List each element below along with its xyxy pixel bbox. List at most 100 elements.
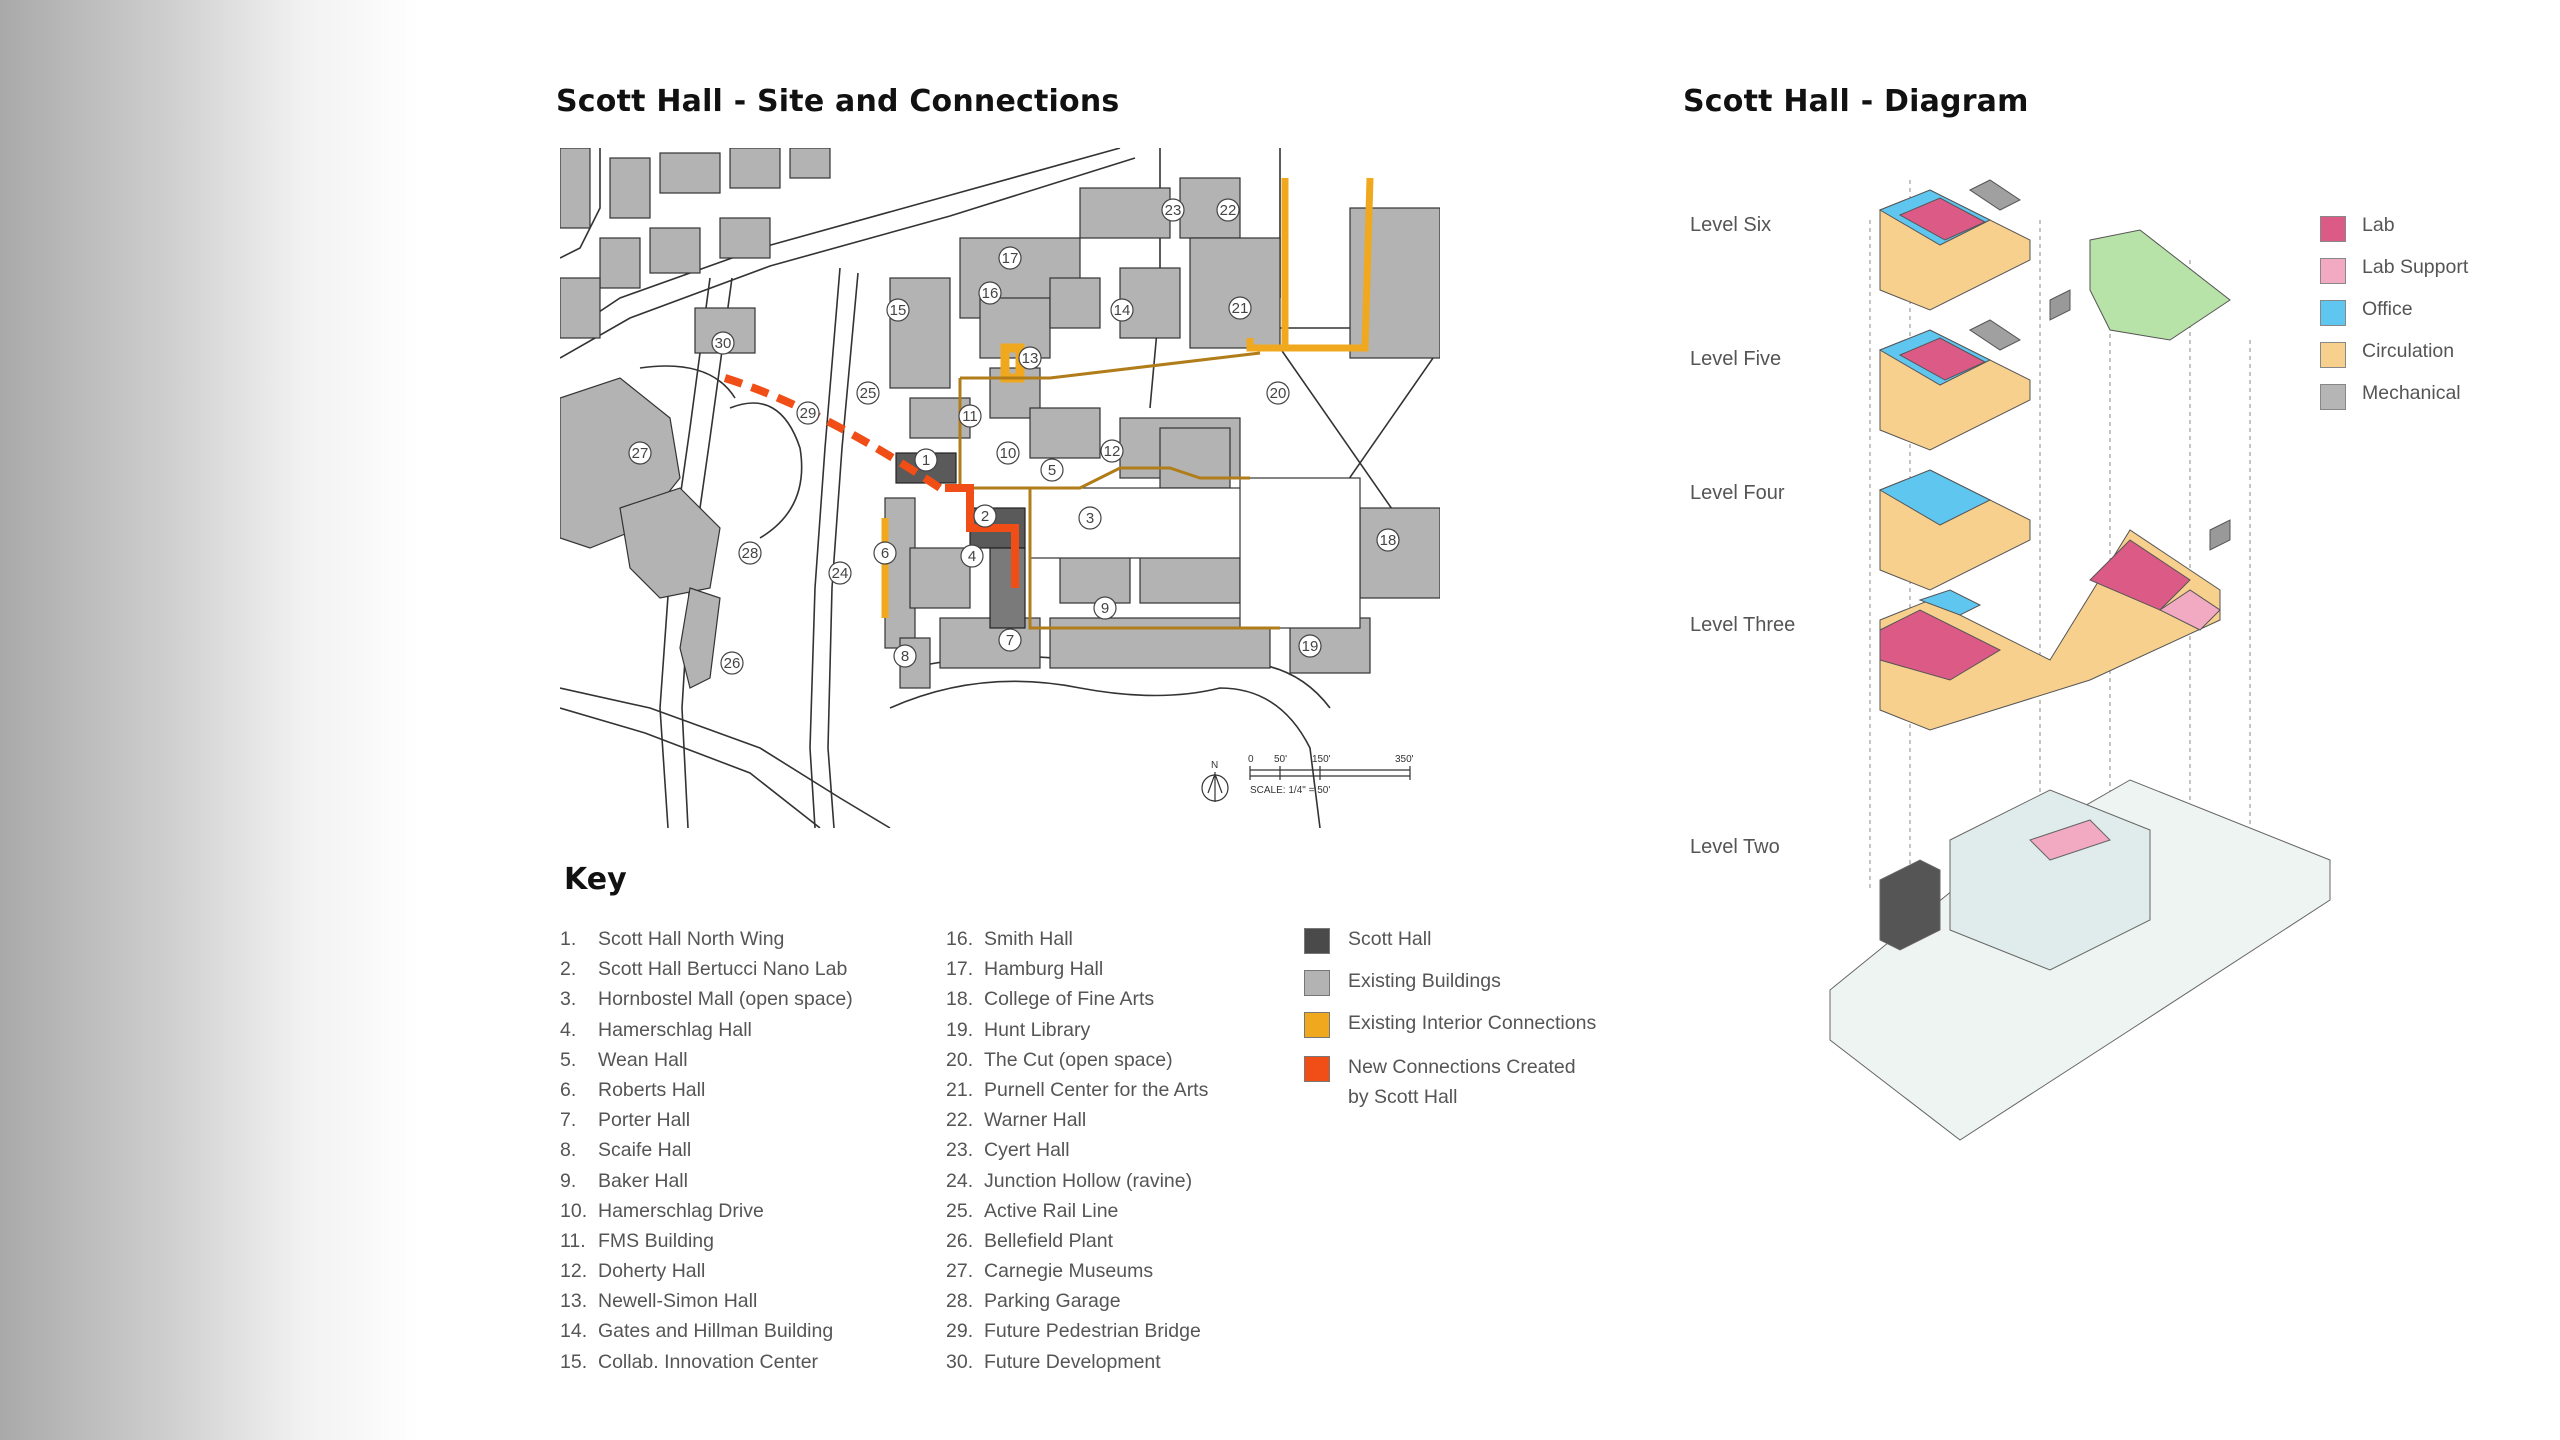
key-item-number: 9. xyxy=(560,1169,577,1192)
building-number-circle xyxy=(1228,296,1252,320)
key-item: 22. Warner Hall xyxy=(946,1105,1208,1135)
building-number-circle xyxy=(1161,198,1185,222)
key-item-label: Warner Hall xyxy=(984,1109,1087,1132)
use-legend: Lab Lab Support Office Circulation Mecha… xyxy=(2320,212,2468,422)
building-number: 30 xyxy=(715,335,732,352)
key-item: 25.Active Rail Line xyxy=(946,1196,1208,1226)
level-six-label: Level Six xyxy=(1690,214,1772,236)
key-item-number: 27. xyxy=(946,1260,974,1283)
key-item: 12.Doherty Hall xyxy=(560,1256,853,1286)
key-item: 5.Wean Hall xyxy=(560,1045,853,1075)
building-number-circle xyxy=(1216,198,1240,222)
level-three-plate xyxy=(1879,519,2231,731)
key-item: 30. Future Development xyxy=(946,1347,1208,1377)
key-item-number: 1. xyxy=(560,928,577,950)
use-legend-circulation: Circulation xyxy=(2320,338,2468,380)
level-six-plate xyxy=(1878,179,2231,341)
use-label-circulation: Circulation xyxy=(2362,340,2455,362)
key-item-label: Newell-Simon Hall xyxy=(598,1290,758,1313)
building-number-circle xyxy=(1100,439,1124,463)
key-item-label: College of Fine Arts xyxy=(984,988,1155,1011)
building-number-circle xyxy=(711,331,735,355)
legend-swatch-existing-buildings xyxy=(1304,970,1330,996)
legend-label-existing-buildings: Existing Buildings xyxy=(1348,970,1501,992)
key-item-label: Future Development xyxy=(984,1350,1161,1373)
map-open-spaces xyxy=(1029,477,1361,629)
legend-swatch-new-connections xyxy=(1304,1056,1330,1082)
building-number-circle xyxy=(1266,381,1290,405)
key-item: 2.Scott Hall Bertucci Nano Lab xyxy=(560,954,853,984)
key-item-label: Hamerschlag Drive xyxy=(598,1199,764,1222)
building-number: 4 xyxy=(968,548,976,565)
key-item-number: 30. xyxy=(946,1350,974,1373)
building-number: 14 xyxy=(1114,302,1131,319)
building-number: 11 xyxy=(962,408,978,425)
building-number-circle xyxy=(1298,634,1322,658)
building-number-circle xyxy=(996,441,1020,465)
site-title: Scott Hall - Site and Connections xyxy=(556,84,1120,119)
key-item: 28.Parking Garage xyxy=(946,1286,1208,1316)
existing-buildings xyxy=(560,148,1440,689)
key-item-label: Bellefield Plant xyxy=(984,1229,1113,1252)
use-label-office: Office xyxy=(2362,298,2413,320)
key-item-label: Purnell Center for the Arts xyxy=(984,1078,1209,1101)
use-swatch-circulation xyxy=(2320,342,2346,368)
building-number: 17 xyxy=(1002,250,1019,267)
use-label-lab: Lab xyxy=(2362,214,2395,236)
key-item-label: FMS Building xyxy=(598,1229,714,1252)
key-item-number: 7. xyxy=(560,1109,577,1132)
building-number-circle xyxy=(720,651,744,675)
building-number-circle xyxy=(856,381,880,405)
use-swatch-office xyxy=(2320,300,2346,326)
key-item: 14.Gates and Hillman Building xyxy=(560,1316,853,1346)
key-item: 16.Smith Hall xyxy=(946,924,1208,954)
legend-label-new-connections-2: by Scott Hall xyxy=(1348,1086,1458,1108)
scale-bar xyxy=(1249,766,1411,780)
key-item-label: Wean Hall xyxy=(598,1048,688,1071)
key-item-number: 12. xyxy=(560,1260,588,1283)
key-item-number: 22. xyxy=(946,1109,974,1132)
key-item-number: 25. xyxy=(946,1199,974,1222)
legend-item-scott-hall: Scott Hall xyxy=(1304,924,1596,966)
key-item-number: 2. xyxy=(560,958,577,981)
key-item-number: 13. xyxy=(560,1290,588,1313)
key-item: 10.Hamerschlag Drive xyxy=(560,1196,853,1226)
key-item-number: 6. xyxy=(560,1078,577,1101)
key-item: 7.Porter Hall xyxy=(560,1105,853,1135)
key-item-number: 16. xyxy=(946,928,974,950)
use-legend-mechanical: Mechanical xyxy=(2320,380,2468,422)
key-item-label: Future Pedestrian Bridge xyxy=(984,1320,1201,1343)
use-label-mechanical: Mechanical xyxy=(2362,382,2461,404)
building-number-circle xyxy=(1110,298,1134,322)
building-number: 7 xyxy=(1006,632,1014,649)
legend-swatch-scott-hall xyxy=(1304,928,1330,954)
key-item: 3.Hornbostel Mall (open space) xyxy=(560,984,853,1014)
building-number: 27 xyxy=(632,445,649,462)
building-number: 5 xyxy=(1048,462,1056,479)
key-item-number: 19. xyxy=(946,1018,974,1041)
key-item-label: Hunt Library xyxy=(984,1018,1091,1041)
key-item-label: Hornbostel Mall (open space) xyxy=(598,988,853,1011)
key-item-label: Gates and Hillman Building xyxy=(598,1320,834,1343)
key-item: 24.Junction Hollow (ravine) xyxy=(946,1166,1208,1196)
building-number: 9 xyxy=(1101,600,1109,617)
building-number-circle xyxy=(628,441,652,465)
building-number-circle xyxy=(958,404,982,428)
building-number: 16 xyxy=(982,285,999,302)
key-item-number: 29. xyxy=(946,1320,974,1343)
building-number: 26 xyxy=(724,655,741,672)
key-item-number: 11. xyxy=(560,1229,586,1252)
use-swatch-mechanical xyxy=(2320,384,2346,410)
key-item-number: 17. xyxy=(946,958,974,981)
key-item-label: Roberts Hall xyxy=(598,1078,706,1101)
building-number-circle xyxy=(960,544,984,568)
building-number-circle xyxy=(1018,346,1042,370)
key-item-label: Cyert Hall xyxy=(984,1139,1070,1162)
use-swatch-lab-support xyxy=(2320,258,2346,284)
key-item-label: Collab. Innovation Center xyxy=(598,1350,819,1373)
use-legend-office: Office xyxy=(2320,296,2468,338)
key-item-label: Carnegie Museums xyxy=(984,1260,1154,1283)
new-connections xyxy=(723,374,1019,588)
